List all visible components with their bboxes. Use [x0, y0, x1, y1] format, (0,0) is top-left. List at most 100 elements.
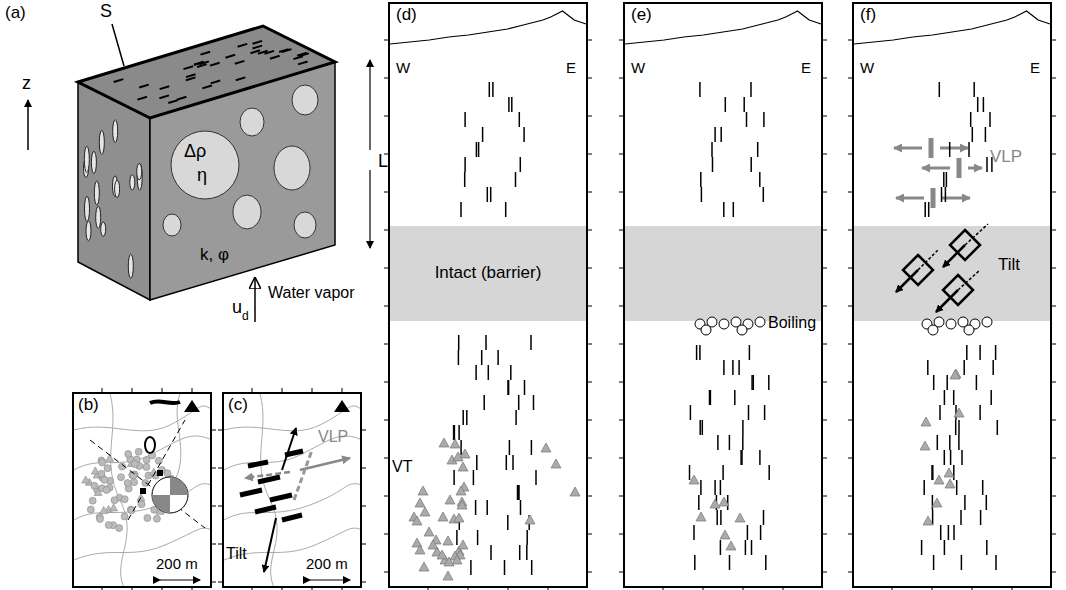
fracture	[720, 480, 722, 495]
mark	[588, 78, 592, 79]
mark	[184, 66, 194, 69]
fracture	[720, 127, 722, 142]
mark	[823, 78, 827, 79]
fracture	[531, 560, 533, 575]
panel-marks	[102, 11, 1056, 590]
mark	[588, 192, 592, 193]
mark	[823, 40, 827, 41]
fracture	[924, 202, 926, 217]
mark	[1052, 230, 1056, 231]
fracture	[485, 335, 487, 350]
mark	[362, 468, 366, 469]
mark	[265, 51, 275, 54]
mark	[1052, 572, 1056, 573]
mark	[212, 544, 216, 545]
fracture	[519, 545, 521, 560]
symbol-label: L	[378, 152, 388, 172]
mark	[312, 588, 313, 590]
fracture	[953, 390, 955, 405]
mark	[98, 470, 105, 477]
mark	[85, 196, 90, 221]
fracture	[530, 335, 532, 350]
fracture	[941, 187, 943, 202]
mark	[588, 420, 592, 421]
topography	[390, 11, 586, 44]
mark	[1052, 40, 1056, 41]
fracture	[986, 157, 988, 172]
mark	[131, 461, 138, 468]
mark	[362, 544, 366, 545]
mark	[1052, 382, 1056, 383]
fracture	[932, 465, 934, 480]
fracture	[763, 187, 765, 202]
mark	[823, 534, 827, 535]
barrier-band	[625, 226, 821, 321]
fracture	[729, 435, 731, 450]
fracture	[764, 405, 766, 420]
fracture	[742, 420, 744, 435]
mark	[823, 116, 827, 117]
fracture	[473, 470, 475, 485]
mark	[236, 77, 246, 80]
fracture	[949, 142, 951, 157]
mark	[282, 588, 283, 590]
mark	[99, 459, 106, 466]
boiling-bubble	[964, 325, 974, 335]
mark	[823, 344, 827, 345]
fracture	[699, 345, 701, 360]
vt-event	[934, 475, 944, 484]
fracture	[979, 405, 981, 420]
fracture	[535, 470, 537, 485]
fracture	[689, 465, 691, 480]
mark	[783, 588, 784, 590]
boiling-bubble	[946, 319, 956, 329]
fracture	[483, 395, 485, 410]
fracture	[964, 495, 966, 510]
mark	[270, 56, 280, 59]
fracture	[950, 450, 952, 465]
vlp-arrows	[894, 138, 982, 208]
mark	[588, 268, 592, 269]
fracture	[507, 515, 509, 530]
fracture	[753, 375, 755, 390]
vt-event	[453, 452, 463, 461]
vt-event	[921, 417, 931, 426]
fracture	[509, 440, 511, 455]
fracture	[980, 510, 982, 525]
fracture	[927, 360, 929, 375]
mark	[102, 588, 103, 590]
vt-event	[726, 541, 736, 550]
mark	[99, 130, 104, 154]
mark	[160, 86, 170, 89]
mark	[86, 221, 91, 241]
panel-label: W	[631, 60, 645, 77]
fracture	[507, 380, 509, 395]
mark	[588, 382, 592, 383]
vt-event	[954, 408, 964, 417]
fracture	[944, 540, 946, 555]
fracture	[940, 525, 942, 540]
fracture	[992, 360, 994, 375]
mark	[588, 40, 592, 41]
mark	[137, 494, 145, 501]
fracture	[946, 172, 948, 187]
mark	[212, 506, 216, 507]
mark	[97, 516, 104, 523]
fracture	[515, 172, 517, 187]
symbol-label: Δρ	[184, 142, 206, 162]
fracture	[475, 365, 477, 380]
fracture	[729, 555, 731, 570]
mark	[823, 572, 827, 573]
fracture	[973, 82, 975, 97]
fracture	[492, 82, 494, 97]
mark	[508, 588, 509, 590]
symbol-label: η	[197, 166, 207, 186]
mark	[114, 79, 124, 82]
vt-event	[541, 443, 551, 452]
fracture	[693, 525, 695, 540]
mark	[164, 470, 171, 477]
fracture	[932, 495, 934, 510]
mark	[932, 588, 933, 590]
fracture	[738, 360, 740, 375]
